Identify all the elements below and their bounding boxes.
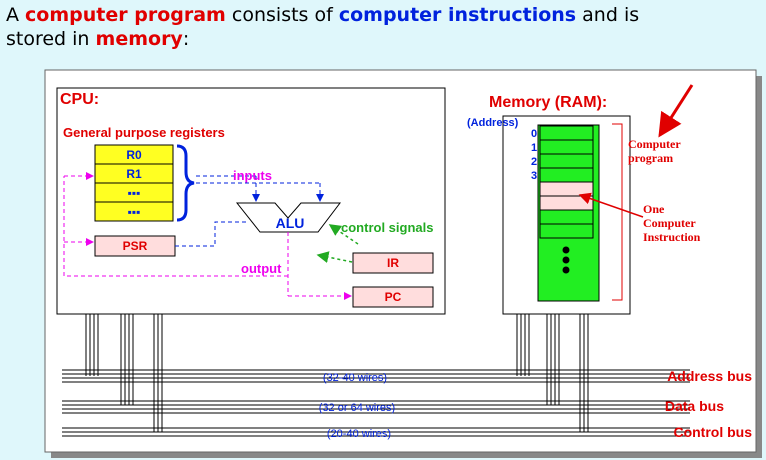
control-bus	[62, 427, 690, 437]
pc-register	[352, 286, 434, 308]
address-label: (Address)	[467, 117, 519, 129]
control-bus-wires: (20-40 wires)	[327, 428, 391, 440]
address-bus-label: Address bus	[667, 368, 752, 384]
instruction-label-2: Computer	[643, 216, 696, 230]
psr-to-alu-line	[175, 221, 248, 247]
address-0: 0	[531, 128, 537, 140]
cpu-title: CPU:	[60, 91, 99, 108]
register-brace	[176, 144, 195, 222]
register-dots: ▪▪▪	[128, 205, 141, 219]
register-r1: R1	[126, 167, 142, 181]
header-seg: A	[6, 4, 26, 26]
alu-label: ALU	[276, 215, 305, 231]
inputs-label: inputs	[233, 168, 272, 183]
data-bus-label: Data bus	[665, 398, 724, 414]
header-seg: :	[182, 28, 190, 50]
program-label-2: program	[628, 151, 673, 165]
output-lines	[63, 172, 352, 300]
alu-shape	[235, 202, 342, 233]
address-2: 2	[531, 156, 537, 168]
address-bus-wires: (32-40 wires)	[323, 372, 387, 384]
instruction-label-3: Instruction	[643, 230, 701, 244]
register-dots: ▪▪▪	[128, 186, 141, 200]
keyword-computer-instructions: computer instructions	[338, 4, 577, 26]
keyword-memory: memory	[95, 28, 183, 50]
address-1: 1	[531, 142, 537, 154]
instruction-arrow	[578, 192, 644, 218]
address-bus	[62, 369, 690, 383]
inputs-lines	[196, 175, 324, 202]
program-label-1: Computer	[628, 137, 681, 151]
program-bracket	[612, 123, 623, 301]
memory-cells	[537, 124, 600, 302]
control-bus-label: Control bus	[673, 424, 752, 440]
psr-label: PSR	[123, 239, 148, 253]
control-signals-label: control signals	[341, 220, 433, 235]
memory-title: Memory (RAM):	[489, 94, 607, 111]
registers-title: General purpose registers	[63, 125, 225, 140]
header-seg: stored in	[6, 28, 96, 50]
bus-connectors	[85, 314, 589, 432]
data-bus	[62, 400, 690, 414]
header-seg: consists of	[225, 4, 339, 26]
header-text: A computer program consists of computer …	[6, 3, 746, 51]
header-seg: and is	[576, 4, 640, 26]
keyword-computer-program: computer program	[25, 4, 226, 26]
program-arrow	[658, 84, 694, 138]
ir-label: IR	[387, 256, 399, 270]
register-file: R0 R1 ▪▪▪ ▪▪▪	[94, 144, 174, 222]
ir-register	[352, 252, 434, 274]
instruction-label-1: One	[643, 202, 665, 216]
output-label: output	[241, 261, 282, 276]
data-bus-wires: (32 or 64 wires)	[319, 402, 395, 414]
pc-label: PC	[385, 290, 402, 304]
address-3: 3	[531, 170, 537, 182]
register-r0: R0	[126, 148, 142, 162]
